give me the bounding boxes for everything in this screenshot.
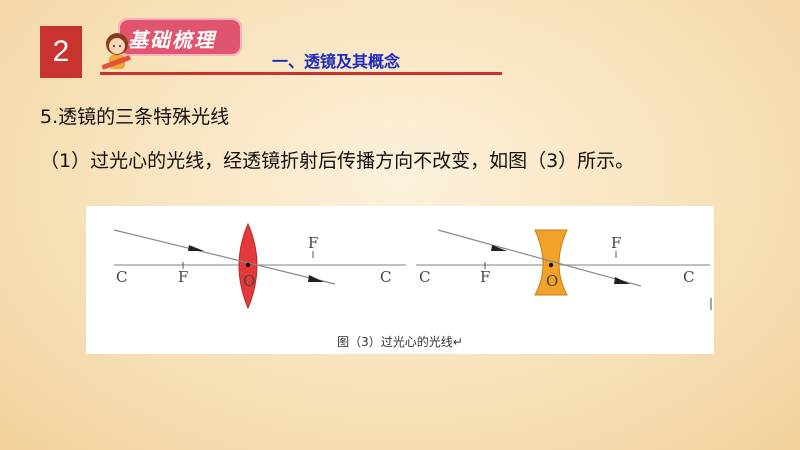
label-o: O [243, 272, 255, 290]
section-number: 2 [52, 35, 70, 68]
label-f-left: F [178, 268, 188, 286]
label-f-top: F [308, 234, 318, 252]
slide-paragraph: （1）过光心的光线，经透镜折射后传播方向不改变，如图（3）所示。 [40, 150, 635, 172]
label-f-top: F [611, 234, 621, 252]
concave-lens [534, 229, 568, 296]
label-c-left: C [419, 268, 430, 286]
slide-heading: 5.透镜的三条特殊光线 [40, 106, 230, 128]
lens-diagram: C F O F C C F O F C [113, 222, 712, 310]
label-c-right: C [683, 268, 694, 286]
label-c-left: C [116, 268, 127, 286]
title-underline [100, 72, 502, 75]
section-tab [118, 18, 242, 56]
section-number-box: 2 [40, 26, 82, 78]
label-f-left: F [480, 268, 490, 286]
section-title: 一、透镜及其概念 [272, 52, 401, 71]
right-concave-diagram: C F O F C [416, 229, 712, 310]
figure-caption: 图（3）过光心的光线↵ [337, 335, 463, 349]
label-c-right: C [380, 268, 391, 286]
lens-figure: C F O F C C F O F C 图（3）过光心的光线↵ [86, 206, 714, 354]
cartoon-girl-icon [101, 33, 131, 70]
label-o: O [546, 272, 558, 290]
left-convex-diagram: C F O F C [113, 222, 406, 310]
section-tab-label: 基础梳理 [128, 28, 216, 52]
